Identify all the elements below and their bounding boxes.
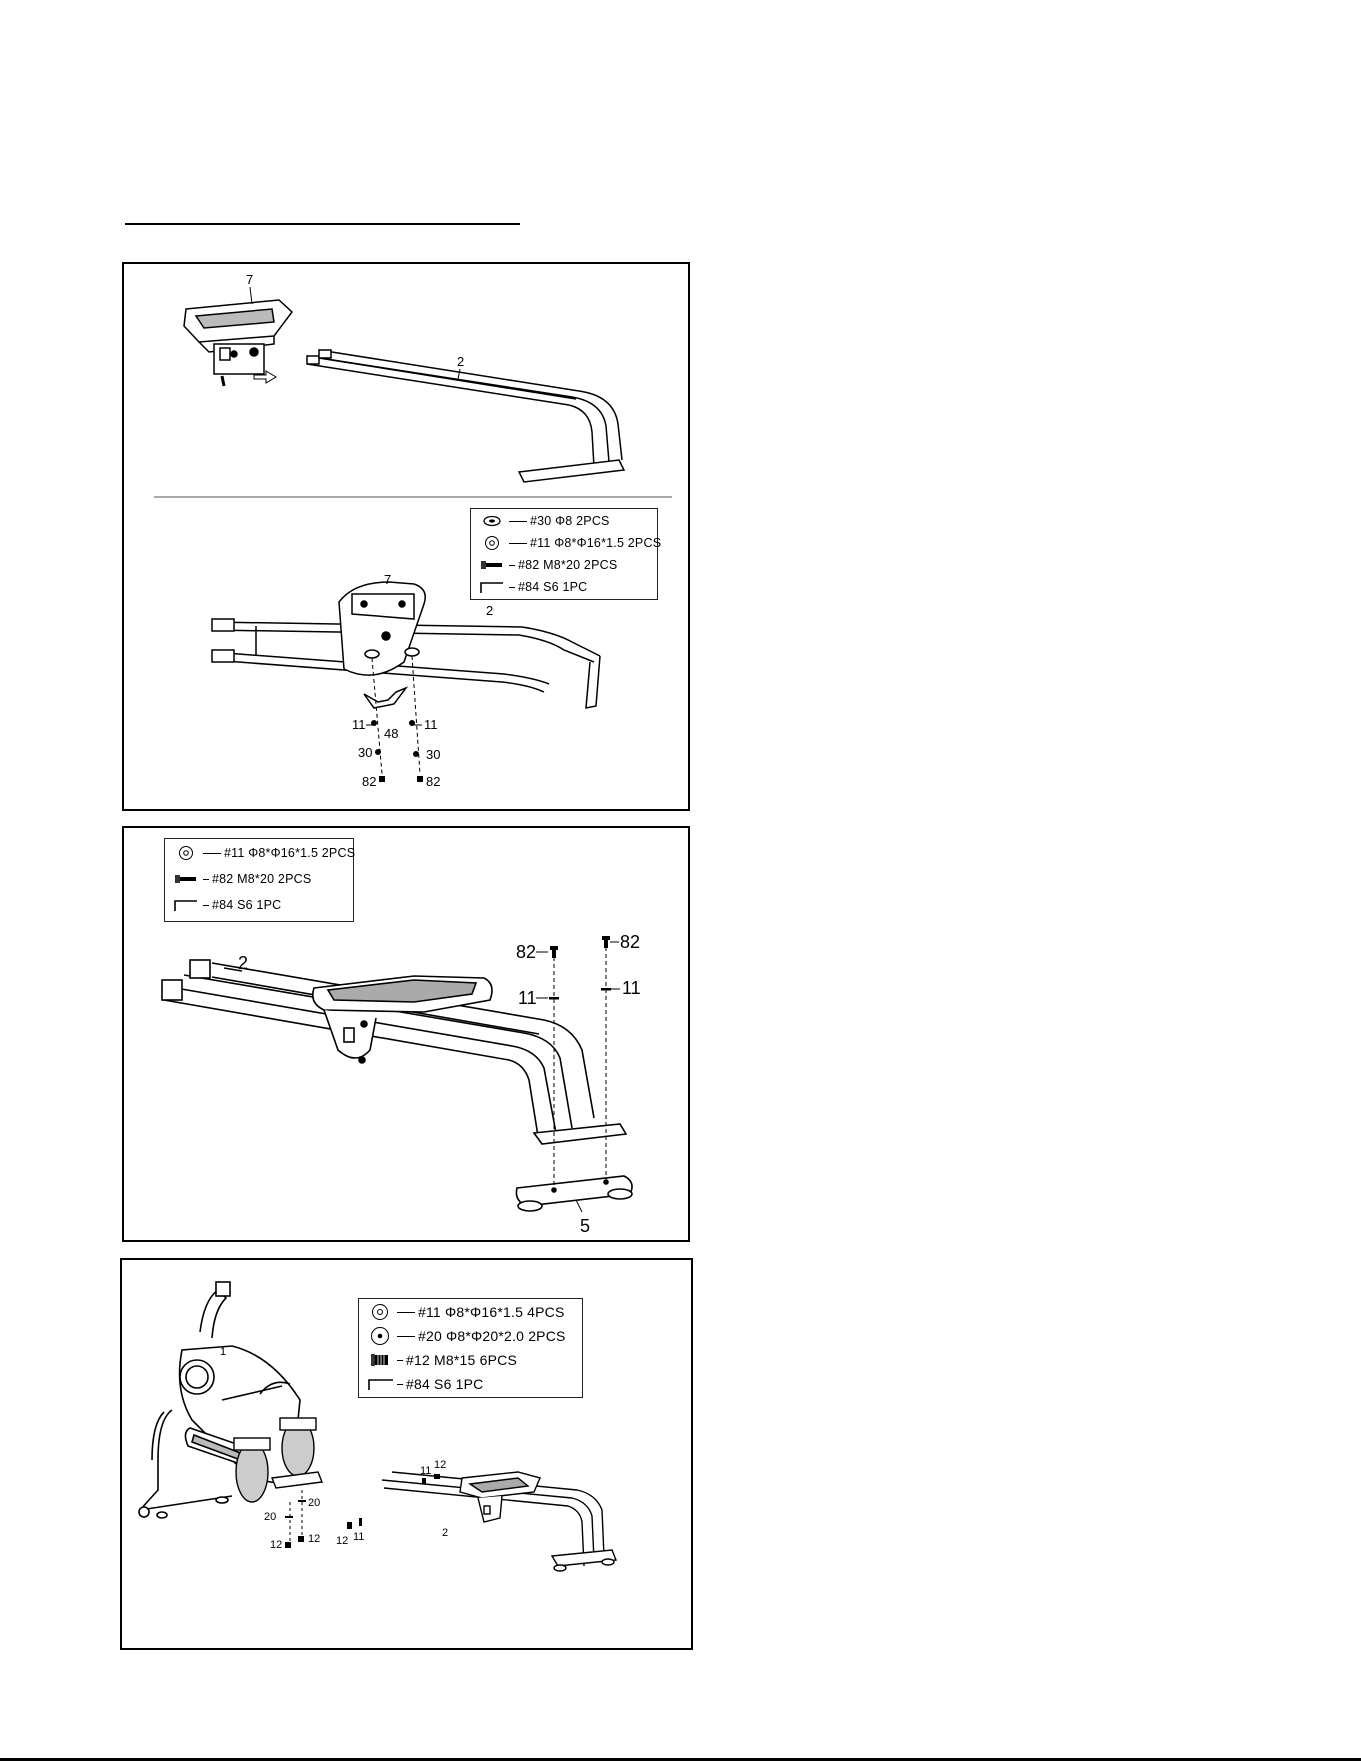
hardware-item: #20 Φ8*Φ20*2.0 2PCS bbox=[367, 1326, 566, 1346]
callout-bolt12-d: 12 bbox=[434, 1459, 446, 1471]
step-2-panel: 2 82 82 11 11 5 #11 Φ8*Φ16*1.5 2PCS #82 … bbox=[122, 826, 690, 1242]
hardware-item: #82 M8*20 2PCS bbox=[479, 555, 617, 575]
hardware-item: #84 S6 1PC bbox=[173, 895, 281, 915]
heading-underline bbox=[125, 223, 520, 225]
callout-washer20-a: 20 bbox=[308, 1497, 320, 1509]
callout-washer-right: 11 bbox=[424, 717, 438, 732]
callout-washer-left: 11 bbox=[518, 988, 537, 1008]
callout-rail: 2 bbox=[238, 953, 248, 973]
flat-washer-icon bbox=[367, 1302, 393, 1322]
hardware-item: #82 M8*20 2PCS bbox=[173, 869, 311, 889]
callout-rail-bottom: 2 bbox=[486, 603, 493, 618]
callout-bolt12-b: 12 bbox=[270, 1539, 282, 1551]
hardware-item: #11 Φ8*Φ16*1.5 4PCS bbox=[367, 1302, 565, 1322]
callout-bracket: 48 bbox=[384, 726, 398, 741]
seat-assembly-top bbox=[184, 300, 292, 386]
callout-lock-right: 30 bbox=[426, 747, 440, 762]
callout-washer-right: 11 bbox=[622, 978, 641, 998]
allen-key-icon bbox=[367, 1374, 393, 1394]
step-3-panel: 1 2 20 20 12 12 12 11 11 12 #11 Φ8*Φ16*1… bbox=[120, 1258, 693, 1650]
callout-bolt-left: 82 bbox=[516, 942, 536, 962]
hardware-item: #11 Φ8*Φ16*1.5 2PCS bbox=[479, 533, 661, 553]
hardware-list-step-3: #11 Φ8*Φ16*1.5 4PCS #20 Φ8*Φ20*2.0 2PCS … bbox=[358, 1298, 583, 1398]
allen-key-icon bbox=[479, 577, 505, 597]
footrest-left bbox=[234, 1438, 270, 1502]
step-1-panel: 7 2 bbox=[122, 262, 690, 811]
callout-seat: 7 bbox=[246, 272, 253, 287]
seat-on-rail bbox=[313, 976, 492, 1063]
main-rail-top bbox=[307, 350, 624, 482]
callout-seat-bottom: 7 bbox=[384, 572, 391, 587]
callout-washer11-a: 11 bbox=[353, 1531, 364, 1543]
hardware-item: #11 Φ8*Φ16*1.5 2PCS bbox=[173, 843, 355, 863]
hardware-item: #12 M8*15 6PCS bbox=[367, 1350, 517, 1370]
callout-washer20-b: 20 bbox=[264, 1511, 276, 1523]
callout-bolt-left: 82 bbox=[362, 774, 376, 789]
callout-washer11-b: 11 bbox=[420, 1465, 431, 1477]
bracket-48 bbox=[364, 688, 406, 708]
callout-rail: 2 bbox=[457, 354, 464, 369]
flat-washer-icon bbox=[173, 843, 199, 863]
large-washer-icon bbox=[367, 1326, 393, 1346]
callout-rail: 2 bbox=[442, 1527, 448, 1539]
allen-key-icon bbox=[173, 895, 199, 915]
callout-bolt-right: 82 bbox=[426, 774, 440, 789]
hardware-item: #84 S6 1PC bbox=[367, 1374, 484, 1394]
flat-washer-icon bbox=[479, 533, 505, 553]
hardware-list-step-1: #30 Φ8 2PCS #11 Φ8*Φ16*1.5 2PCS #82 M8*2… bbox=[470, 508, 658, 600]
seat-assembly-underside bbox=[339, 582, 425, 675]
callout-frame: 1 bbox=[220, 1346, 226, 1358]
hardware-list-step-2: #11 Φ8*Φ16*1.5 2PCS #82 M8*20 2PCS #84 S… bbox=[164, 838, 354, 922]
callout-bolt12-c: 12 bbox=[336, 1535, 348, 1547]
callout-lock-left: 30 bbox=[358, 745, 372, 760]
bolt-icon bbox=[173, 869, 199, 889]
callout-stabilizer: 5 bbox=[580, 1216, 590, 1236]
hardware-item: #84 S6 1PC bbox=[479, 577, 587, 597]
bolt-icon bbox=[479, 555, 505, 575]
bolt-icon bbox=[367, 1350, 393, 1370]
spring-washer-icon bbox=[479, 511, 505, 531]
hardware-item: #30 Φ8 2PCS bbox=[479, 511, 610, 531]
callout-bolt-right: 82 bbox=[620, 932, 640, 952]
rear-stabilizer bbox=[516, 1176, 632, 1211]
hardware-parts-step2 bbox=[549, 936, 611, 1000]
callout-bolt12-a: 12 bbox=[308, 1533, 320, 1545]
callout-washer-left: 11 bbox=[352, 717, 366, 732]
